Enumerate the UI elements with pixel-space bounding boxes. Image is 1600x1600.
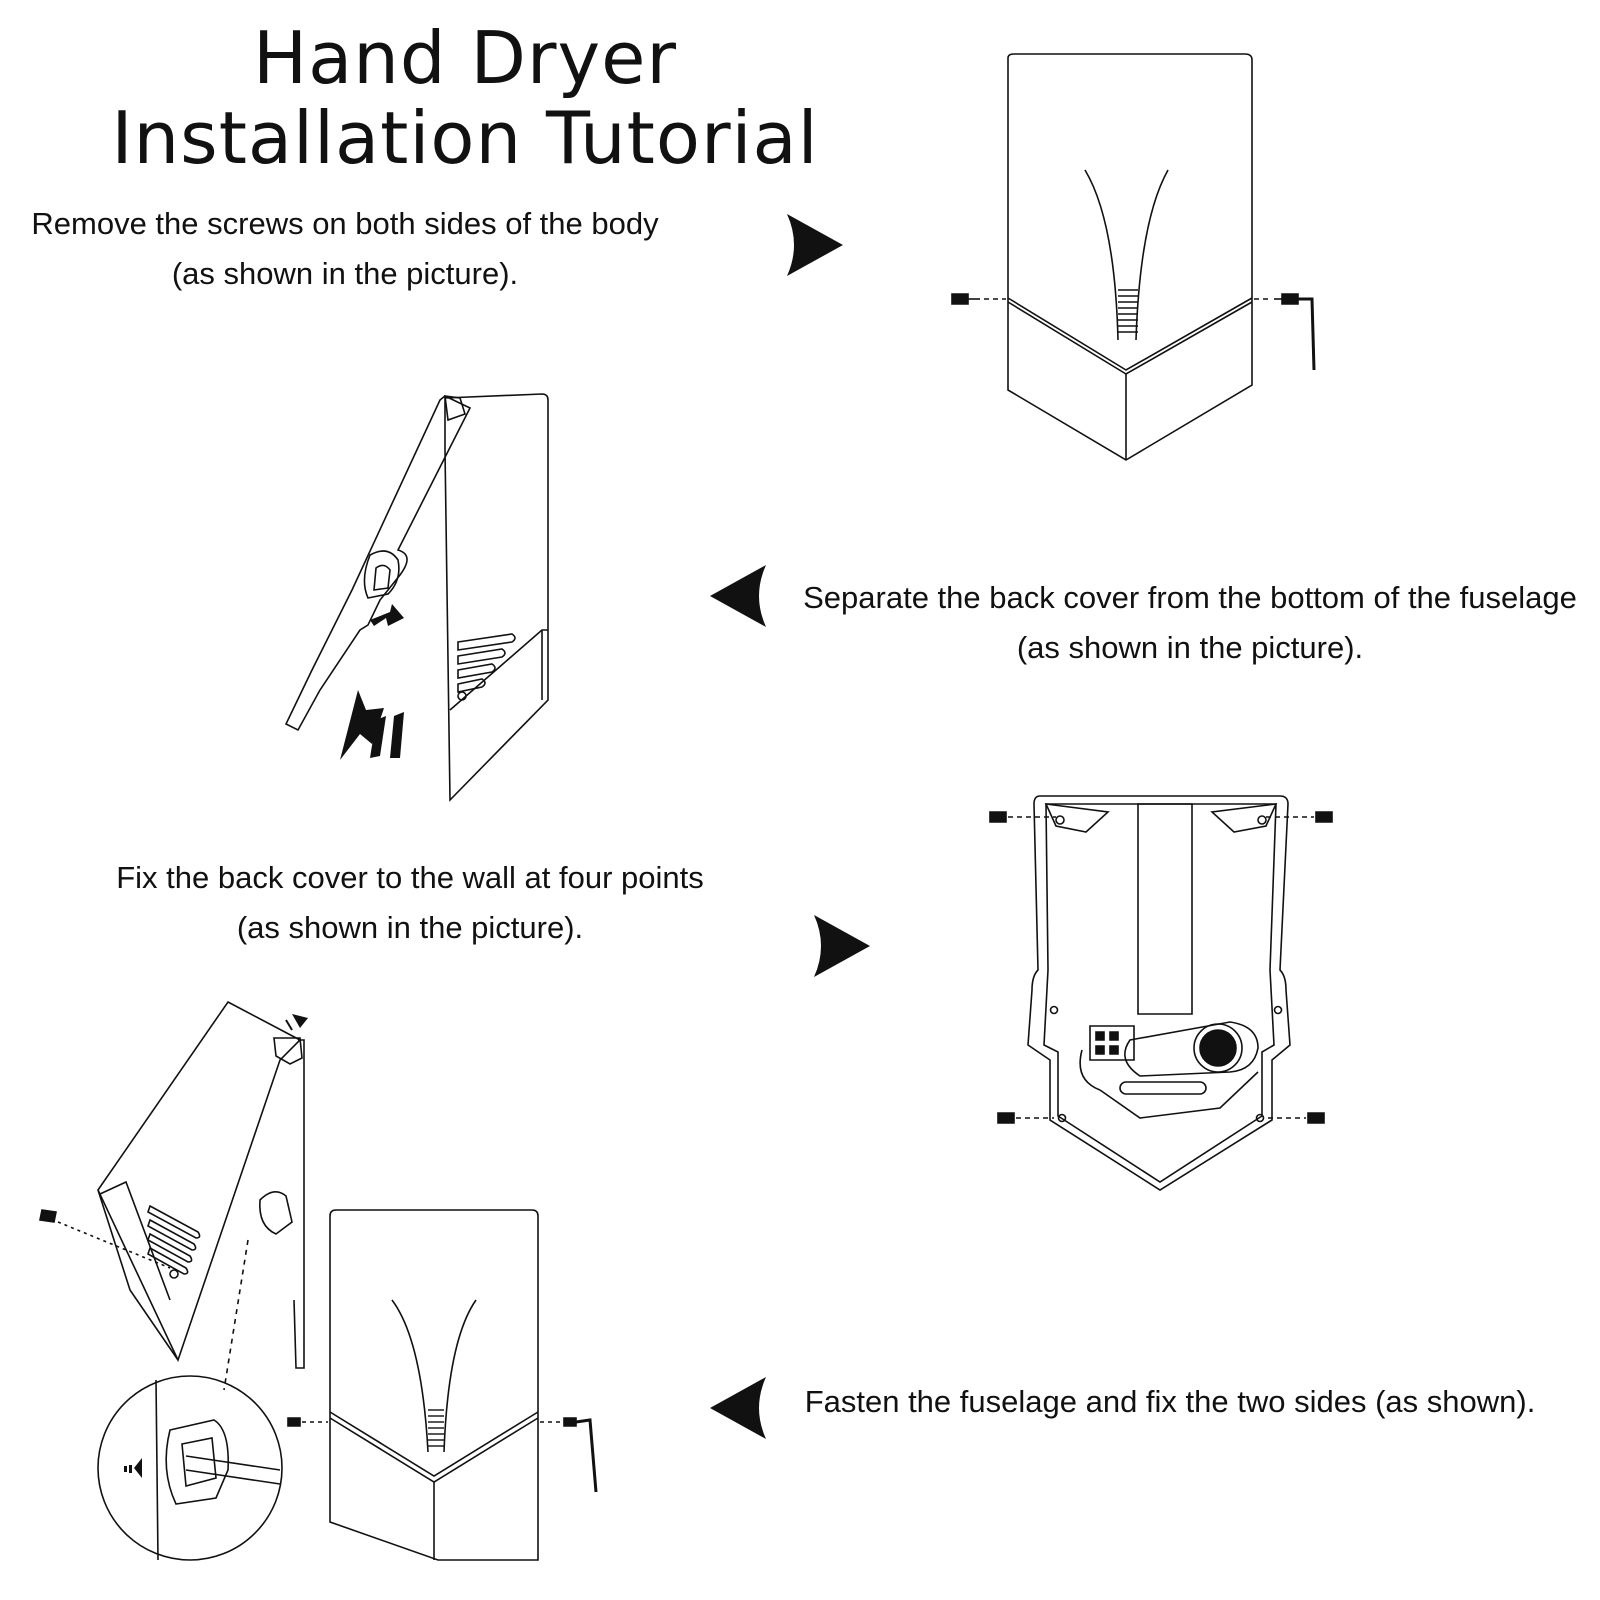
dryer-hand-slot <box>1085 170 1168 340</box>
title-line-2: Installation Tutorial <box>111 96 819 180</box>
dryer-front-illustration <box>940 40 1340 480</box>
dryer-body-outline <box>1008 54 1252 460</box>
step1-caption: Remove the screws on both sides of the b… <box>0 199 690 299</box>
step1-caption-line-1: Remove the screws on both sides of the b… <box>31 206 659 241</box>
front-screw-left-icon <box>288 1418 328 1426</box>
back-cover-center-channel <box>1138 804 1192 1014</box>
back-cover-bracket <box>364 551 398 598</box>
dryer-front-hand-slot <box>392 1300 476 1452</box>
wall-screw-top-right-icon <box>1266 812 1332 822</box>
push-arrow-top-icon <box>286 1014 308 1030</box>
push-arrow-large-icon <box>340 690 404 760</box>
wall-bracket <box>260 1192 292 1234</box>
step4-caption-line-1: Fasten the fuselage and fix the two side… <box>804 1384 1536 1419</box>
dryer-front-vent-lines <box>428 1410 444 1446</box>
fuselage-fastening-illustration <box>30 1000 640 1600</box>
step4-caption: Fasten the fuselage and fix the two side… <box>790 1377 1550 1427</box>
dryer-vent-lines <box>1118 290 1138 332</box>
back-cover-outline <box>1028 796 1290 1190</box>
back-cover-wall-mount-illustration <box>990 790 1370 1210</box>
back-cover-panel <box>286 396 470 730</box>
screw-left-icon <box>952 294 1006 304</box>
side-screw-left-icon <box>40 1210 170 1268</box>
front-screw-right-icon <box>540 1418 576 1426</box>
motor-housing <box>1125 1022 1258 1076</box>
detail-push-arrow-icon <box>124 1458 142 1478</box>
dryer-side-vents <box>458 634 515 700</box>
step2-caption-line-2: (as shown in the picture). <box>1016 630 1364 665</box>
wall-plate <box>274 1038 302 1064</box>
arrow-right-icon <box>787 214 843 276</box>
step3-caption-line-2: (as shown in the picture). <box>236 910 584 945</box>
motor-shaft-icon <box>1200 1030 1236 1066</box>
step2-caption: Separate the back cover from the bottom … <box>780 573 1600 673</box>
wall-screw-top-left-icon <box>990 812 1056 822</box>
step3-caption-line-1: Fix the back cover to the wall at four p… <box>116 860 704 895</box>
tilted-cover-vents <box>148 1206 200 1278</box>
dryer-side-body <box>445 394 548 800</box>
title-line-1: Hand Dryer <box>252 16 678 100</box>
dryer-front-body <box>330 1210 538 1560</box>
arrow-right-icon <box>814 915 870 977</box>
push-arrow-small-icon <box>370 604 404 626</box>
step1-caption-line-2: (as shown in the picture). <box>171 256 519 291</box>
hex-key-icon <box>1298 299 1314 370</box>
front-hex-key-icon <box>576 1420 596 1492</box>
arrow-left-icon <box>710 1377 766 1439</box>
step3-caption: Fix the back cover to the wall at four p… <box>60 853 760 953</box>
wall-screw-bottom-left-icon <box>998 1113 1054 1123</box>
detail-magnifier-circle <box>98 1376 282 1560</box>
back-cover-separation-illustration <box>280 390 580 820</box>
terminal-block-icon <box>1090 1026 1134 1060</box>
page-title: Hand Dryer Installation Tutorial <box>0 18 930 178</box>
screw-right-icon <box>1254 294 1298 304</box>
wall-screw-bottom-right-icon <box>1268 1113 1324 1123</box>
detail-bracket <box>166 1420 228 1504</box>
step2-caption-line-1: Separate the back cover from the bottom … <box>803 580 1577 615</box>
arrow-left-icon <box>710 565 766 627</box>
tilted-back-cover <box>98 1002 300 1360</box>
dryer-bottom-seam <box>1008 298 1252 370</box>
